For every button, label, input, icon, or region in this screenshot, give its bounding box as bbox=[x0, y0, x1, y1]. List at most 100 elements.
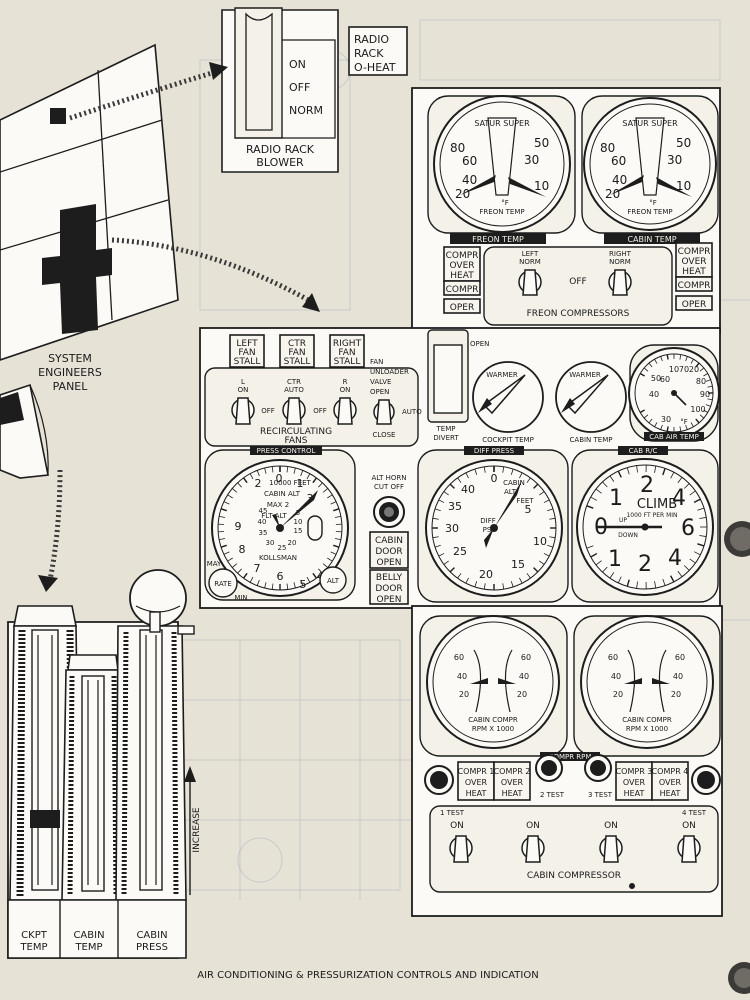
roc-dial-tick bbox=[670, 575, 675, 583]
fan-switch-r-on: ON bbox=[340, 386, 351, 394]
diff-outer-10: 10 bbox=[533, 535, 547, 548]
diff-dial-tick bbox=[449, 567, 455, 573]
diff-dial-tick bbox=[457, 477, 462, 483]
freon-gauge-1-units: °F bbox=[501, 199, 509, 207]
diff-dial-tick bbox=[519, 472, 523, 479]
press-dial-kollsman: KOLLSMAN bbox=[259, 554, 297, 562]
cockpit-temp-label: COCKPIT TEMP bbox=[482, 436, 534, 444]
compr-1-test-button[interactable] bbox=[424, 765, 454, 795]
cabin-gauge-1-left-40: 40 bbox=[457, 672, 467, 681]
cabin-gauge-2-left-60: 60 bbox=[608, 653, 618, 662]
compr-3-test-label: 3 TEST bbox=[588, 791, 613, 799]
compr-2-toggle[interactable] bbox=[521, 835, 545, 863]
roc-dial-tick bbox=[693, 551, 701, 556]
unloader-valve-toggle[interactable] bbox=[373, 399, 395, 425]
freon-left-switch-label: LEFT bbox=[522, 250, 539, 258]
press-dial-tick bbox=[306, 576, 311, 583]
press-dial-tick bbox=[231, 563, 238, 568]
cockpit-temp-knob[interactable]: WARMER COCKPIT TEMP bbox=[472, 361, 544, 444]
cab-air-tick bbox=[643, 414, 649, 419]
cab-air-tick-10: 10 bbox=[669, 365, 679, 374]
diff-press-band: DIFF PRESS bbox=[474, 447, 515, 455]
roc-dial-tick bbox=[636, 581, 638, 589]
compr-4-test-button[interactable] bbox=[691, 765, 721, 795]
cab-air-tick bbox=[699, 367, 705, 372]
compr-2-on-label: ON bbox=[526, 821, 540, 831]
freon-left-toggle[interactable] bbox=[518, 269, 542, 296]
cabin-gauge-1-right-60: 60 bbox=[521, 653, 531, 662]
diff-dial-tick bbox=[483, 466, 486, 473]
alt-horn-cutoff-button[interactable] bbox=[373, 496, 405, 528]
alt-horn-line-2: CUT OFF bbox=[374, 483, 404, 491]
cab-air-tick bbox=[654, 422, 658, 427]
freon-gauge-2-left-40: 40 bbox=[612, 173, 627, 187]
cab-air-units: °F bbox=[680, 418, 688, 426]
compr-4-toggle[interactable] bbox=[677, 835, 701, 863]
diff-dial-tick bbox=[543, 553, 550, 557]
compr-3-test-button[interactable] bbox=[584, 754, 612, 782]
compr-1-overheat-line-2: OVER bbox=[465, 778, 488, 787]
right-fan-stall-line-2: FAN bbox=[338, 348, 355, 358]
press-dial-8: 8 bbox=[239, 543, 246, 556]
diff-alt-label: ALT bbox=[504, 488, 517, 496]
roc-dial-tick bbox=[590, 496, 598, 501]
press-dial-tick bbox=[293, 467, 296, 474]
cabin-gauge-1-left-20: 20 bbox=[459, 690, 469, 699]
compr-2-test-button[interactable] bbox=[535, 754, 563, 782]
diff-outer-0: 0 bbox=[491, 472, 498, 485]
cabin-press-lever[interactable] bbox=[115, 569, 195, 901]
roc-dial-tick bbox=[626, 467, 630, 475]
press-dial-2: 2 bbox=[255, 477, 262, 490]
press-dial-9: 9 bbox=[235, 520, 242, 533]
ctr-fan-stall-line-3: STALL bbox=[284, 357, 311, 367]
compr-1-on-label: ON bbox=[450, 821, 464, 831]
cab-air-tick bbox=[648, 362, 653, 368]
cockpit-warmer-label: WARMER bbox=[486, 371, 518, 379]
press-dial-0: 0 bbox=[276, 472, 283, 485]
press-dial-tick bbox=[306, 473, 311, 480]
freon-gauge-1-left-80: 80 bbox=[450, 141, 465, 155]
cabin-gauge-2-caption-2: RPM X 1000 bbox=[626, 725, 668, 733]
press-dial-5: 5 bbox=[300, 578, 307, 591]
compr-1-toggle[interactable] bbox=[449, 835, 473, 863]
unloader-line-4: OPEN bbox=[370, 388, 389, 396]
cabin-gauge-2-right-60: 60 bbox=[675, 653, 685, 662]
cabin-temp-lever[interactable] bbox=[61, 654, 125, 901]
compr-3-overheat-line-2: OVER bbox=[623, 778, 646, 787]
roc-dial-tick bbox=[609, 572, 615, 579]
cabin-temp-label: CABIN TEMP bbox=[570, 436, 613, 444]
cabin-temp-knob[interactable]: WARMER CABIN TEMP bbox=[555, 361, 627, 444]
diff-dial-tick bbox=[547, 508, 554, 512]
cab-air-tick bbox=[639, 372, 645, 377]
cabin-door-light: CABIN DOOR OPEN bbox=[369, 531, 409, 569]
freon-right-toggle[interactable] bbox=[608, 269, 632, 296]
fan-off-label-2: OFF bbox=[313, 407, 327, 415]
press-dial-feet: 10000 FEET bbox=[269, 479, 311, 487]
radio-rack-overheat-line-1: RADIO bbox=[354, 33, 389, 46]
press-dial-tick bbox=[312, 477, 318, 484]
roc-dial-tick bbox=[654, 465, 657, 473]
roc-dial-tick bbox=[683, 565, 690, 571]
left-fan-stall-line-3: STALL bbox=[234, 357, 261, 367]
press-dial-tick bbox=[333, 544, 340, 548]
press-dial-tick bbox=[219, 515, 226, 518]
freon-gauge-1-right-30: 30 bbox=[524, 153, 539, 167]
diff-psi-label: PSI bbox=[483, 526, 494, 534]
temp-divert-open: OPEN bbox=[470, 340, 489, 348]
roc-dial-tick bbox=[617, 576, 622, 584]
compr-rpm-band: COMPR RPM bbox=[549, 753, 592, 761]
freon-gauge-2-right-30: 30 bbox=[667, 153, 682, 167]
fan-switch-l-toggle[interactable] bbox=[231, 397, 255, 425]
roc-dial-tick bbox=[662, 468, 666, 476]
compr-3-overheat-line-1: COMPR 3 bbox=[616, 767, 653, 776]
diff-dial-tick bbox=[510, 581, 514, 588]
freon-gauge-2-caption: FREON TEMP bbox=[627, 208, 672, 216]
fan-switch-l-label: L bbox=[241, 378, 245, 386]
fan-switch-ctr-toggle[interactable] bbox=[282, 397, 306, 425]
diff-dial-tick bbox=[539, 560, 545, 565]
left-fan-stall-line-2: FAN bbox=[238, 348, 255, 358]
fan-switch-r-toggle[interactable] bbox=[333, 397, 357, 425]
compr-3-toggle[interactable] bbox=[599, 835, 623, 863]
roc-down-4: 4 bbox=[668, 546, 682, 571]
press-dial-tick bbox=[300, 579, 304, 586]
